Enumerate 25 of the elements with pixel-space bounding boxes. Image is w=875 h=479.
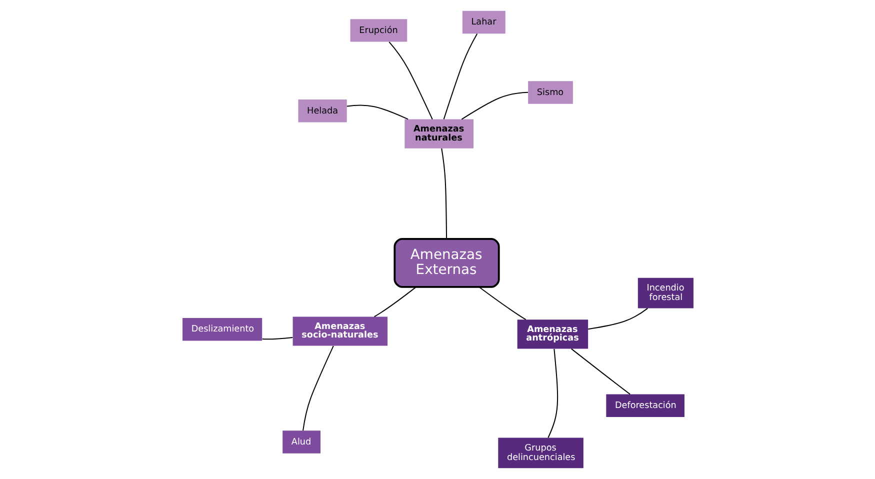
connector [374, 286, 416, 318]
connector [440, 148, 447, 239]
connector [346, 104, 408, 120]
node-box: Amenazas naturales [404, 119, 473, 148]
node-box: Alud [282, 430, 320, 454]
connector [388, 42, 432, 120]
connector [262, 336, 292, 340]
node-box: Lahar [462, 10, 505, 34]
connector [442, 34, 478, 120]
node-box: Erupción [350, 19, 407, 42]
connector [478, 286, 526, 320]
node-box: Amenazas antrópicas [516, 320, 588, 349]
node-box: Deforestación [606, 394, 684, 418]
node-box: Grupos delincuenciales [498, 438, 583, 468]
node-box: Helada [298, 100, 346, 122]
node-box: Amenazas Externas [393, 238, 500, 288]
connector [570, 348, 630, 395]
node-box: Sismo [528, 81, 572, 104]
node-box: Incendio forestal [637, 278, 693, 308]
node-box: Deslizamiento [182, 318, 262, 341]
connector [460, 92, 528, 120]
connector [588, 308, 648, 330]
connector [302, 346, 334, 431]
node-box: Amenazas socio-naturales [292, 316, 388, 346]
connector [547, 348, 558, 438]
